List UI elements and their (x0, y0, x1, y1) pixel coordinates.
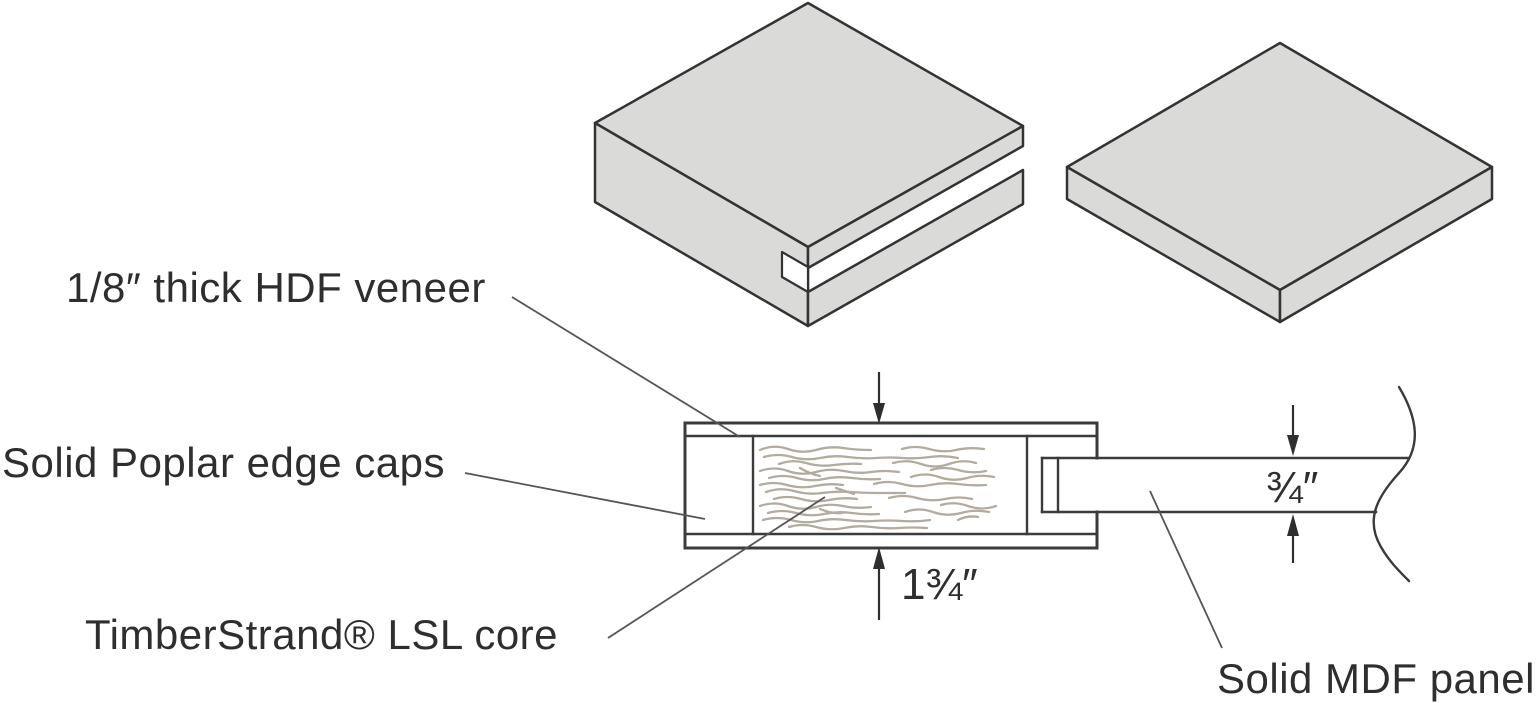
panel-dim-top-arrowhead (1287, 435, 1299, 456)
panel-top-face (1065, 41, 1494, 292)
door-cross-section (683, 421, 1099, 550)
strand-lines-c (758, 494, 998, 517)
strand-lines-d (761, 466, 980, 531)
mdf-panel-3d (1065, 41, 1494, 324)
leader-hdf-veneer (511, 296, 741, 438)
leader-lsl-core (607, 496, 826, 639)
panel-break-line (1372, 385, 1417, 583)
panel-thickness-value: ¾″ (1266, 463, 1318, 512)
strand-lines-b (758, 466, 996, 495)
label-mdf-panel: Solid MDF panel (1217, 655, 1535, 702)
leader-poplar-caps (464, 472, 706, 520)
door-dim-top-arrowhead (873, 403, 885, 424)
leader-lines (464, 296, 1223, 649)
door-groove-opening (780, 250, 810, 294)
door-dim-bottom-arrowhead (873, 547, 885, 569)
door-lower-edge-slab (806, 168, 1025, 328)
label-hdf-veneer: 1/8″ thick HDF veneer (66, 264, 486, 311)
door-upper-edge-strip (806, 124, 1025, 270)
dimension-panel-thickness: ¾″ (1266, 405, 1318, 563)
mdf-panel-section (1040, 385, 1417, 583)
grooved-door-3d (593, 1, 1025, 328)
panel-dim-bottom-arrowhead (1287, 514, 1299, 536)
strand-lines-a (758, 445, 986, 468)
panel-right-face (1278, 165, 1494, 324)
label-lsl-core: TimberStrand® LSL core (85, 611, 558, 658)
lsl-core-texture (758, 445, 998, 531)
label-poplar-caps: Solid Poplar edge caps (2, 439, 445, 486)
dimension-door-thickness: 1¾″ (873, 372, 978, 620)
door-thickness-value: 1¾″ (901, 560, 978, 609)
leader-mdf-panel (1149, 490, 1223, 649)
